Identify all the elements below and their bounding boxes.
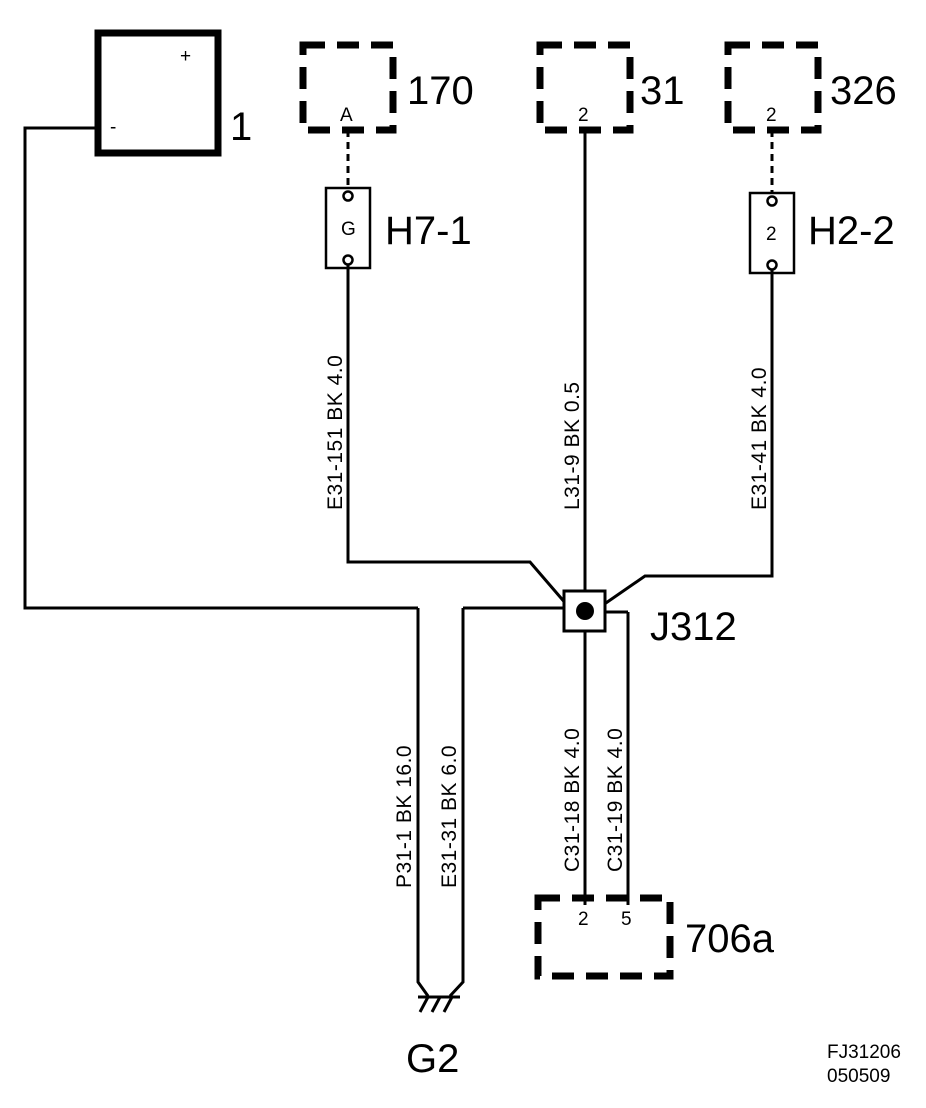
battery-minus-label: -: [110, 117, 116, 138]
splice-j312-id: J312: [650, 605, 737, 649]
connector-170-id: 170: [407, 69, 474, 113]
figure-code-line-2: 050509: [827, 1066, 890, 1087]
wire-label-e31-151: E31-151 BK 4.0: [324, 355, 347, 510]
connector-706a: 2 5 706a: [534, 894, 775, 980]
connector-706a-pin-2: 2: [578, 909, 589, 930]
splice-j312: J312: [562, 589, 737, 649]
connector-326-id: 326: [830, 69, 897, 113]
wire-e31-31: [448, 608, 465, 998]
ground-symbol-hatch-1: [418, 996, 430, 1013]
wire-p31-1: [416, 608, 430, 997]
connector-706a-id: 706a: [685, 917, 775, 961]
battery-box: [94, 29, 222, 157]
wire-label-c31-19: C31-19 BK 4.0: [604, 728, 627, 872]
connector-31: 2 31: [536, 41, 685, 134]
fuse-h2-2: 2 H2-2: [748, 191, 895, 275]
wire-label-c31-18: C31-18 BK 4.0: [561, 728, 584, 872]
fuse-h7-1-terminal-bottom: [342, 254, 354, 266]
figure-code-line-1: FJ31206: [827, 1042, 901, 1063]
battery-plus-label: +: [180, 46, 191, 67]
connector-31-id: 31: [640, 69, 685, 113]
wire-label-l31-9: L31-9 BK 0.5: [561, 381, 584, 510]
connector-326: 2 326: [724, 41, 897, 134]
fuse-h7-1-letter: G: [341, 219, 356, 240]
battery-id: 1: [230, 105, 252, 149]
ground-g2-id: G2: [406, 1037, 459, 1081]
fuse-h7-1-terminal-top: [342, 190, 354, 202]
wire-label-e31-41: E31-41 BK 4.0: [748, 367, 771, 510]
fuse-h2-2-letter: 2: [766, 224, 777, 245]
wire-battery-ground: [23, 126, 418, 610]
connector-706a-pin-5: 5: [621, 909, 632, 930]
wire-label-e31-31: E31-31 BK 6.0: [438, 745, 461, 888]
fuse-h7-1: G H7-1: [324, 186, 472, 270]
fuse-h2-2-terminal-top: [766, 195, 778, 207]
splice-j312-node: [576, 602, 594, 620]
wire-e31-41: [602, 269, 774, 607]
connector-326-pin: 2: [766, 105, 777, 126]
ground-symbol-hatch-2: [430, 996, 442, 1013]
connector-31-pin: 2: [578, 105, 589, 126]
wire-e31-151: [346, 264, 569, 606]
ground-symbol-hatch-3: [442, 996, 454, 1013]
fuse-h7-1-id: H7-1: [385, 209, 472, 253]
battery: + - 1: [94, 29, 252, 157]
ground-g2: G2: [406, 995, 460, 1081]
connector-170-pin: A: [340, 105, 353, 126]
fuse-h2-2-terminal-bottom: [766, 259, 778, 271]
connector-706a-box: [534, 894, 674, 980]
fuse-h2-2-id: H2-2: [808, 209, 895, 253]
connector-170: A 170: [299, 41, 474, 134]
wire-label-p31-1: P31-1 BK 16.0: [393, 745, 416, 888]
